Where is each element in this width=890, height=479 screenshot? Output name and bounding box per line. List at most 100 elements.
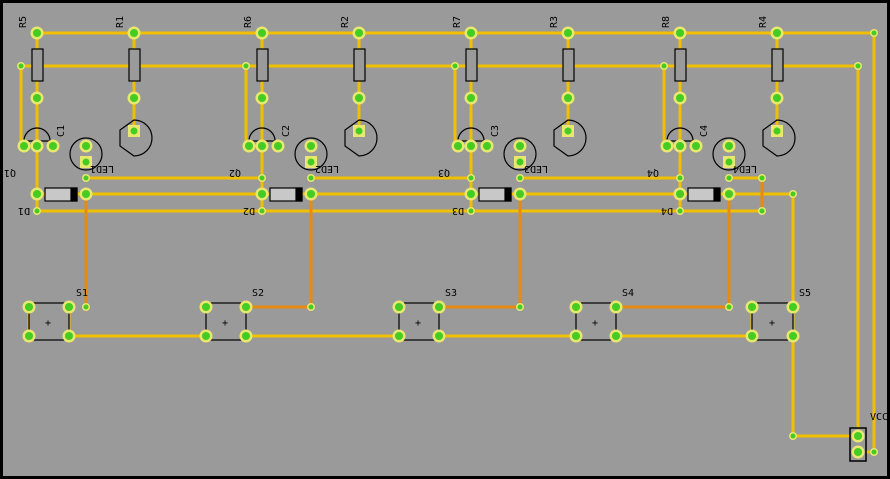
pad-core: [790, 191, 796, 197]
label-s5: S5: [799, 288, 811, 299]
pad-core: [515, 141, 525, 151]
pad-core: [662, 141, 672, 151]
switch-s2-body: [205, 302, 247, 341]
pad-core: [81, 141, 91, 151]
label-s3: S3: [445, 288, 457, 299]
pad-core: [611, 331, 621, 341]
pad-core: [571, 331, 581, 341]
pad-core: [611, 302, 621, 312]
switch-s1-body: [28, 302, 70, 341]
pad-core: [515, 189, 525, 199]
pad-core: [32, 141, 42, 151]
labels: R5 R1 R6 R2 R7 R3 R8 R4 C1 C2 C3 C4 LED1…: [4, 16, 888, 423]
pad-core: [64, 302, 74, 312]
square-pad-core: [773, 127, 781, 135]
switch-s3-body: [398, 302, 440, 341]
pad-core: [855, 63, 861, 69]
label-r2: R2: [340, 16, 351, 28]
pad-core: [747, 302, 757, 312]
pad-core: [83, 304, 89, 310]
pad-core: [129, 28, 139, 38]
pad-core: [434, 302, 444, 312]
pad-core: [677, 208, 683, 214]
pad-core: [273, 141, 283, 151]
pad-core: [853, 431, 863, 441]
capacitor-c3-outline: [457, 127, 485, 142]
label-led3: LED3: [524, 163, 548, 174]
resistor-r1-body: [128, 48, 141, 82]
label-d1: D1: [18, 205, 30, 216]
pad-core: [759, 175, 765, 181]
pad-core: [563, 28, 573, 38]
diode-d2-band: [295, 187, 303, 202]
label-d3: D3: [452, 205, 464, 216]
switch-s5-body: [751, 302, 794, 341]
pad-core: [201, 302, 211, 312]
pad-core: [32, 189, 42, 199]
label-r8: R8: [661, 16, 672, 28]
square-pad-core: [516, 158, 524, 166]
resistor-r5-body: [31, 48, 44, 82]
pad-core: [434, 331, 444, 341]
pad-core: [563, 93, 573, 103]
label-d2: D2: [243, 205, 255, 216]
label-r1: R1: [115, 16, 126, 28]
label-c1: C1: [56, 125, 67, 137]
tracks-alt: [84, 178, 764, 309]
pad-core: [244, 141, 254, 151]
pad-core: [24, 331, 34, 341]
pad-core: [466, 141, 476, 151]
pad-core: [394, 331, 404, 341]
pad-core: [32, 28, 42, 38]
label-led1: LED1: [90, 163, 114, 174]
square-pad-core: [82, 158, 90, 166]
resistor-r3-body: [562, 48, 575, 82]
pad-core: [468, 175, 474, 181]
square-pad-core: [725, 158, 733, 166]
pad-core: [308, 304, 314, 310]
transistor-q2-outline: [344, 119, 378, 157]
pad-core: [724, 141, 734, 151]
pad-core: [517, 175, 523, 181]
label-vcc: VCC: [870, 412, 888, 423]
pad-core: [259, 208, 265, 214]
resistor-r8-body: [674, 48, 687, 82]
square-pad-core: [564, 127, 572, 135]
pad-core: [675, 93, 685, 103]
pad-core: [691, 141, 701, 151]
label-q2: Q2: [229, 167, 241, 178]
pad-core: [64, 331, 74, 341]
label-r4: R4: [758, 16, 769, 28]
pad-core: [452, 63, 458, 69]
pad-core: [772, 93, 782, 103]
label-led4: LED4: [733, 163, 757, 174]
pad-core: [788, 302, 798, 312]
pad-core: [24, 302, 34, 312]
pad-core: [257, 189, 267, 199]
label-d4: D4: [661, 205, 673, 216]
pad-core: [48, 141, 58, 151]
resistor-r6-body: [256, 48, 269, 82]
led2-outline: [294, 137, 328, 171]
pad-core: [32, 93, 42, 103]
pad-core: [354, 28, 364, 38]
label-c3: C3: [490, 125, 501, 137]
pad-core: [306, 141, 316, 151]
pad-core: [241, 302, 251, 312]
pad-core: [18, 63, 24, 69]
switch-s1-plus: +: [45, 318, 51, 329]
board-surface: [3, 3, 887, 476]
pad-core: [482, 141, 492, 151]
pad-core: [677, 175, 683, 181]
label-r7: R7: [452, 16, 463, 28]
pad-core: [19, 141, 29, 151]
pad-core: [259, 175, 265, 181]
capacitor-c4-outline: [666, 127, 694, 142]
pad-core: [772, 28, 782, 38]
capacitor-c1-outline: [23, 127, 51, 142]
transistor-q4-outline: [762, 119, 796, 157]
pad-core: [759, 208, 765, 214]
transistor-q1-outline: [119, 119, 153, 157]
